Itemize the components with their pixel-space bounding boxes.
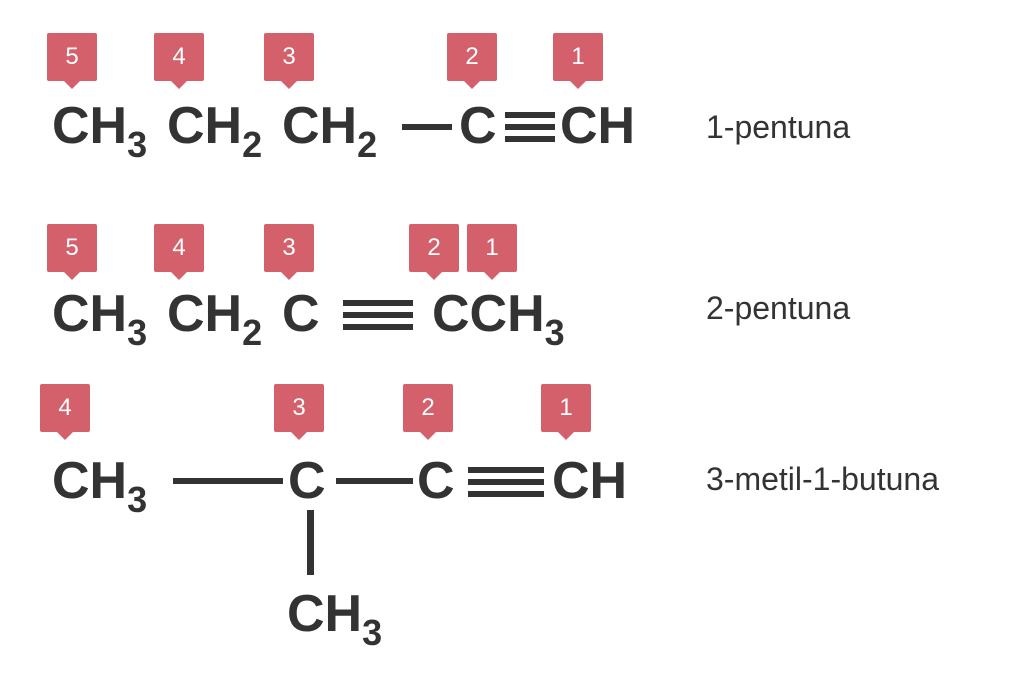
compound-name: 2-pentuna xyxy=(706,290,851,326)
triple-bond-line xyxy=(468,467,544,473)
compound-name: 3-metil-1-butuna xyxy=(706,461,939,497)
carbon-number-badge: 3 xyxy=(274,384,324,440)
triple-bond-line xyxy=(343,300,413,306)
carbon-number-badge: 4 xyxy=(154,33,204,89)
single-bond xyxy=(173,478,283,484)
compound-name: 1-pentuna xyxy=(706,109,851,145)
group-c3: CH2 xyxy=(282,97,378,165)
group-c5: CH3 xyxy=(52,97,148,165)
group-c4: CH2 xyxy=(167,285,263,353)
single-bond xyxy=(336,478,413,484)
carbon-number-badge: 1 xyxy=(541,384,591,440)
triple-bond-line xyxy=(343,324,413,330)
group-c4: CH2 xyxy=(167,97,263,165)
group-c4: CH3 xyxy=(52,452,148,520)
triple-bond-line xyxy=(468,491,544,497)
single-bond-vertical xyxy=(307,510,314,575)
group-methyl-branch: CH3 xyxy=(287,585,383,653)
carbon-number-badge: 1 xyxy=(467,224,517,280)
single-bond xyxy=(402,124,452,130)
carbon-number-badge: 4 xyxy=(154,224,204,280)
carbon-number-badge: 3 xyxy=(264,33,314,89)
triple-bond-line xyxy=(505,112,555,118)
carbon-number-badge: 5 xyxy=(47,33,97,89)
group-c5: CH3 xyxy=(52,285,148,353)
carbon-number-badge: 2 xyxy=(447,33,497,89)
triple-bond-line xyxy=(343,312,413,318)
triple-bond-line xyxy=(505,136,555,142)
triple-bond-line xyxy=(468,479,544,485)
carbon-number-badge: 1 xyxy=(553,33,603,89)
group-c2: C xyxy=(417,452,455,510)
carbon-number-badge: 3 xyxy=(264,224,314,280)
group-c1: CH xyxy=(560,97,636,155)
carbon-number-badge: 2 xyxy=(409,224,459,280)
group-c3: C xyxy=(282,285,320,343)
group-c3: C xyxy=(288,452,326,510)
group-c1: CH xyxy=(552,452,628,510)
carbon-number-badge: 5 xyxy=(47,224,97,280)
group-c2-c1: CCH3 xyxy=(432,285,565,353)
triple-bond-line xyxy=(505,124,555,130)
carbon-number-badge: 4 xyxy=(40,384,90,440)
group-c2: C xyxy=(459,97,497,155)
carbon-number-badge: 2 xyxy=(403,384,453,440)
